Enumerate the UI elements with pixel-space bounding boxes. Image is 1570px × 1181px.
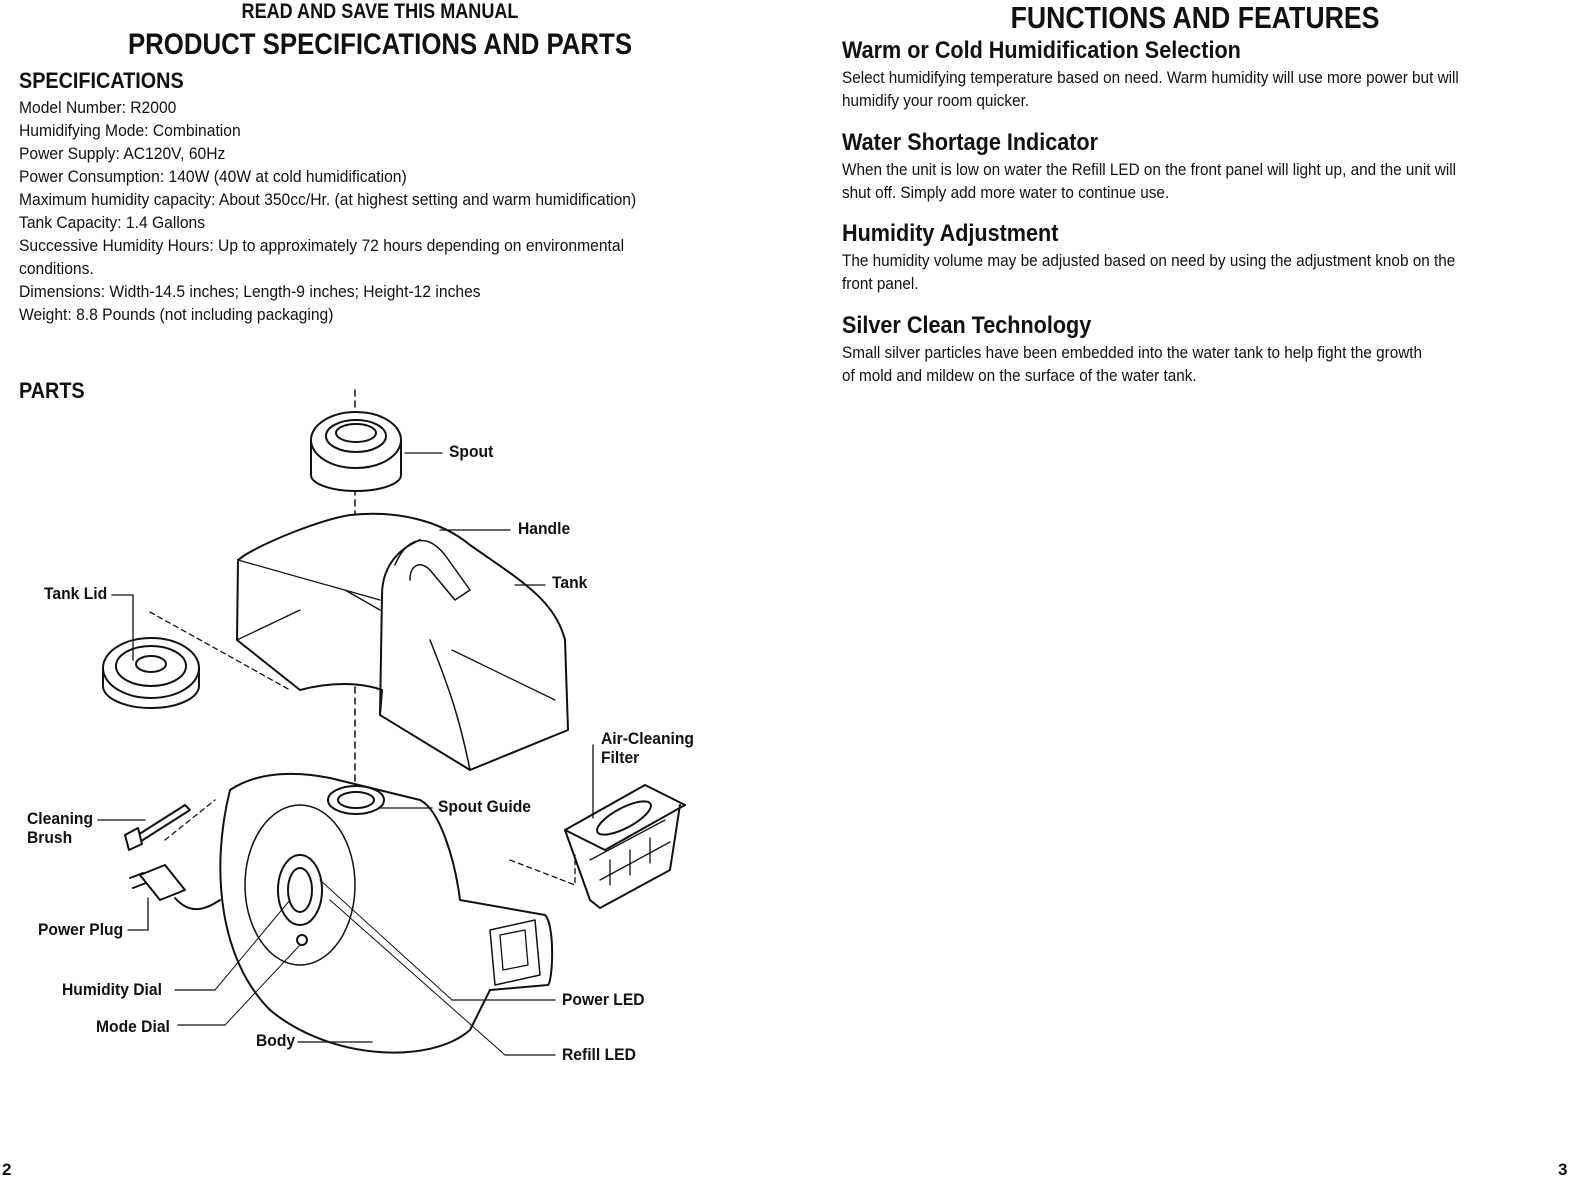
spec-line: Weight: 8.8 Pounds (not including packag… [19,305,334,324]
feature-heading: Warm or Cold Humidification Selection [842,37,1241,64]
page-number-right: 3 [1558,1160,1568,1179]
label-air-cleaning: Air-Cleaning [601,729,694,748]
label-mode-dial: Mode Dial [96,1017,170,1036]
feature-text-line: shut off. Simply add more water to conti… [842,183,1170,202]
label-brush: Brush [27,828,73,847]
specifications-heading: SPECIFICATIONS [19,68,184,93]
spec-line: Successive Humidity Hours: Up to approxi… [19,236,625,255]
power-plug-part [129,864,221,911]
label-refill-led: Refill LED [562,1045,636,1064]
spec-line: Humidifying Mode: Combination [19,121,241,140]
label-handle: Handle [518,519,571,538]
spec-line: Tank Capacity: 1.4 Gallons [19,213,206,232]
spout-part [310,411,402,492]
label-filter: Filter [601,748,640,767]
read-and-save-header: READ AND SAVE THIS MANUAL [241,0,519,23]
right-page: FUNCTIONS AND FEATURES Warm or Cold Humi… [800,0,1570,1181]
label-spout: Spout [449,442,494,461]
air-cleaning-filter-part [564,784,686,909]
label-cleaning: Cleaning [27,809,94,828]
spec-line: Maximum humidity capacity: About 350cc/H… [19,190,637,209]
label-power-plug: Power Plug [38,920,124,939]
feature-text-line: Small silver particles have been embedde… [842,343,1423,362]
feature-heading: Silver Clean Technology [842,312,1092,339]
label-tank-lid: Tank Lid [44,584,108,603]
specifications-list: Model Number: R2000 Humidifying Mode: Co… [19,96,663,326]
label-humidity-dial: Humidity Dial [62,980,162,999]
feature-silver-clean: Silver Clean Technology Small silver par… [842,311,1526,387]
label-body: Body [256,1031,296,1050]
feature-text-line: of mold and mildew on the surface of the… [842,366,1197,385]
label-power-led: Power LED [562,990,645,1009]
tank-part [236,512,569,771]
spec-line: Power Supply: AC120V, 60Hz [19,144,226,163]
feature-text-line: The humidity volume may be adjusted base… [842,251,1456,270]
page-number-left: 2 [2,1160,12,1179]
feature-text-line: When the unit is low on water the Refill… [842,160,1457,179]
label-spout-guide: Spout Guide [438,797,531,816]
parts-heading: PARTS [19,378,85,403]
spec-line: conditions. [19,259,94,278]
feature-text-line: front panel. [842,274,919,293]
spec-line: Power Consumption: 140W (40W at cold hum… [19,167,407,186]
tank-lid-part [102,637,200,709]
cleaning-brush-part [124,804,191,851]
left-page: READ AND SAVE THIS MANUAL PRODUCT SPECIF… [0,0,720,1181]
label-tank: Tank [552,573,588,592]
feature-heading: Humidity Adjustment [842,220,1059,247]
feature-text-line: humidify your room quicker. [842,91,1030,110]
feature-humidity-adjustment: Humidity Adjustment The humidity volume … [842,219,1526,295]
feature-text-line: Select humidifying temperature based on … [842,68,1459,87]
feature-warm-cold: Warm or Cold Humidification Selection Se… [842,36,1526,112]
spec-line: Dimensions: Width-14.5 inches; Length-9 … [19,282,481,301]
feature-heading: Water Shortage Indicator [842,129,1099,156]
body-part [219,772,554,1054]
feature-water-shortage: Water Shortage Indicator When the unit i… [842,128,1526,204]
tank-lid-dashed-guide [149,611,291,691]
functions-features-title: FUNCTIONS AND FEATURES [1010,0,1380,35]
product-specs-title: PRODUCT SPECIFICATIONS AND PARTS [127,28,633,61]
spec-line: Model Number: R2000 [19,98,177,117]
exploded-parts-diagram [97,389,686,1056]
